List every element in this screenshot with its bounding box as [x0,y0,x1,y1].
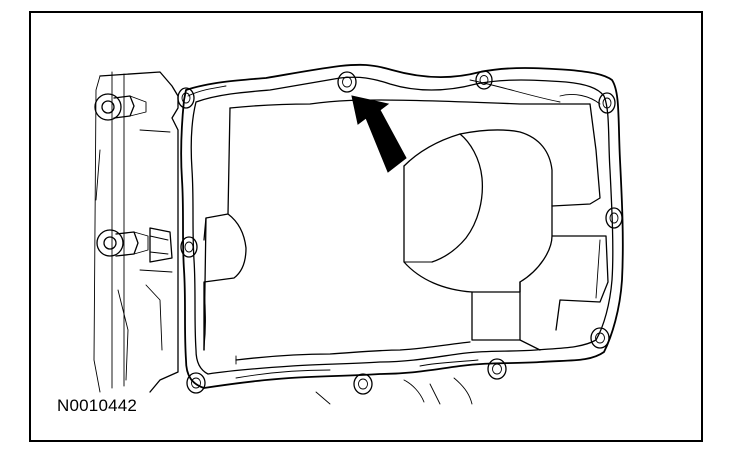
lower-detail [315,377,473,405]
arrow-icon [351,95,407,173]
engine-block [93,71,179,393]
bolt-icon [337,71,357,93]
bolt-icon [186,372,206,394]
bolt-icon [180,236,198,258]
bolt-icon [353,373,373,395]
oil-pan-bolts [177,70,623,395]
engine-bolt-upper [94,93,147,121]
bolt-icon [605,207,623,229]
bolt-icon [590,327,610,349]
crankshaft-counterweight [403,129,553,351]
oil-pan-flange [180,63,624,389]
engine-bolt-lower [96,229,149,257]
bolt-icon [487,358,507,380]
figure-id: N0010442 [57,396,138,415]
oil-pan-inner-wall [203,99,609,365]
bolt-icon [598,92,616,114]
figure-frame [29,11,703,442]
bolt-icon [177,87,195,109]
bolt-icon [475,70,493,90]
